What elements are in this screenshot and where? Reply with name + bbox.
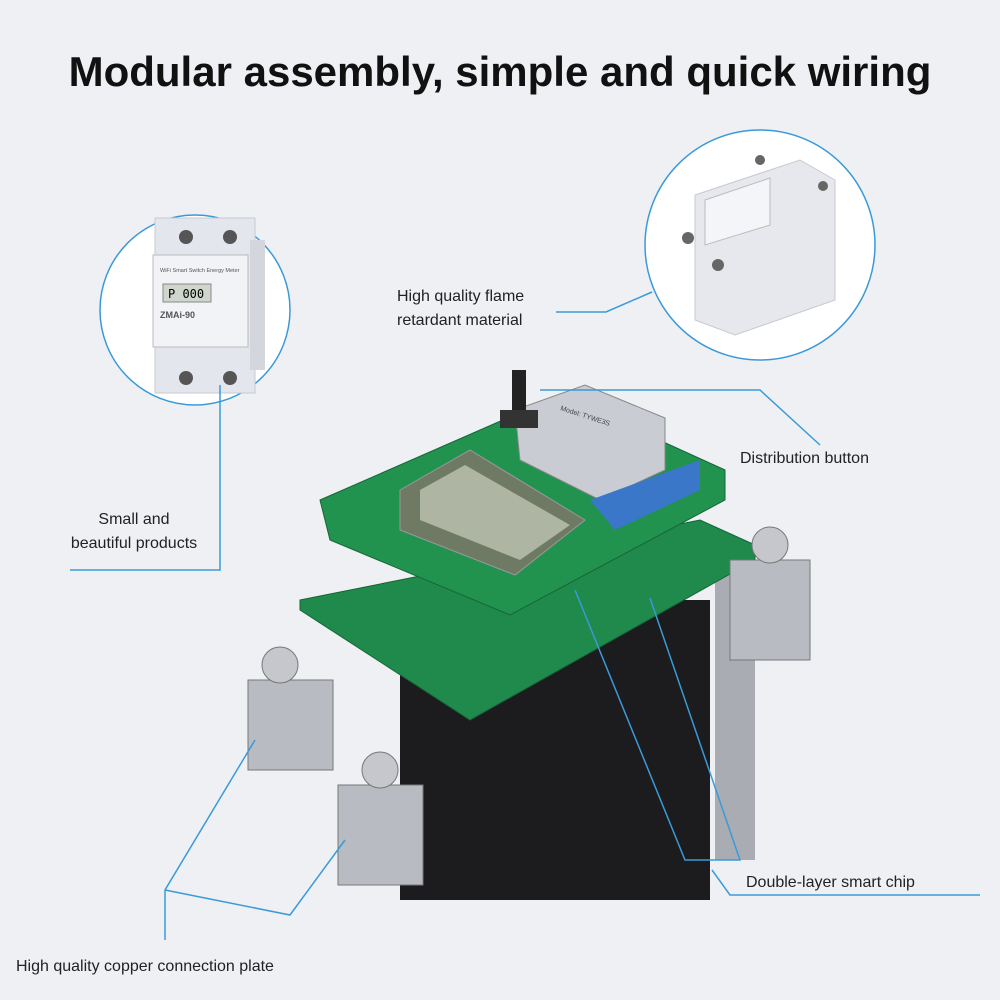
callout-copper: High quality copper connection plate [16,958,274,975]
callout-flame-line1: High quality flame [397,288,525,305]
leader-small [70,385,221,571]
callout-small-line2: beautiful products [70,535,198,552]
meter-model: ZMAi-90 [160,310,195,320]
meter-brand: WiFi Smart Switch Energy Meter [160,268,240,274]
leader-copper-2 [164,839,346,916]
left-meter-image: WiFi Smart Switch Energy Meter P 000 ZMA… [152,217,265,394]
callout-small: Small and beautiful products [54,508,214,556]
leader-chip [574,589,742,861]
meter-display: P 000 [168,287,204,301]
callout-small-line1: Small and [98,511,170,528]
leader-copper [164,739,256,940]
device-photo: Model: TYWE3S [247,370,811,900]
leader-flame [556,291,653,313]
callout-flame-line2: retardant material [397,312,523,329]
leader-lines [70,291,980,940]
leader-button [540,389,821,446]
right-meter-image [682,155,836,336]
callout-flame: High quality flame retardant material [397,285,524,333]
leader-chip-base [711,869,980,896]
copper-terminal-right [729,526,811,661]
page-title: Modular assembly, simple and quick wirin… [68,48,932,95]
callout-button: Distribution button [740,450,869,467]
copper-terminal-left [247,646,424,886]
callout-chip: Double-layer smart chip [746,874,915,891]
